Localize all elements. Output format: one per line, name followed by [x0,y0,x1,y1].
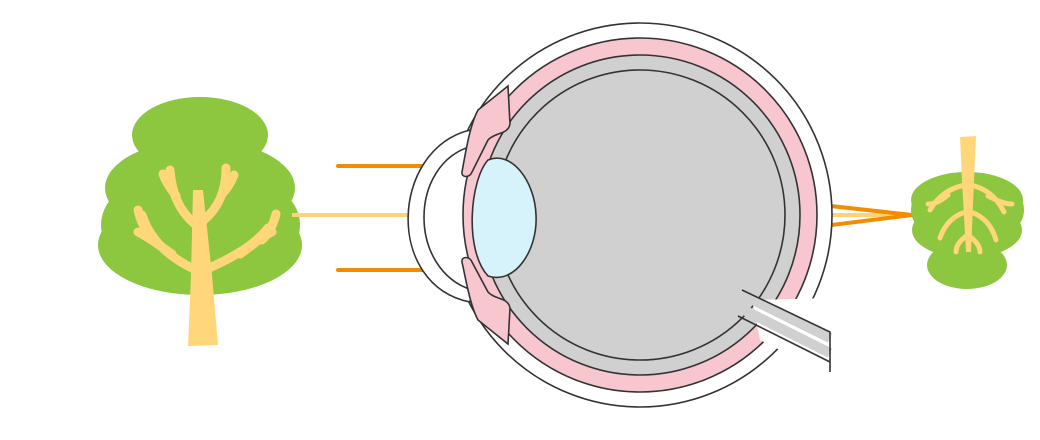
crystalline-lens [471,157,537,279]
iris-upper [461,84,511,178]
object-tree [98,97,302,346]
cornea-inner [423,145,473,291]
image-tree-foliage [911,172,1024,289]
iris-lower [461,256,511,346]
vitreous-body [494,69,786,361]
image-tree-trunk [960,136,976,252]
eye-cross-section [407,22,833,408]
object-tree-branches [133,163,281,275]
optic-nerve [737,289,833,376]
image-tree-branches [925,182,1015,255]
image-tree [911,136,1024,289]
